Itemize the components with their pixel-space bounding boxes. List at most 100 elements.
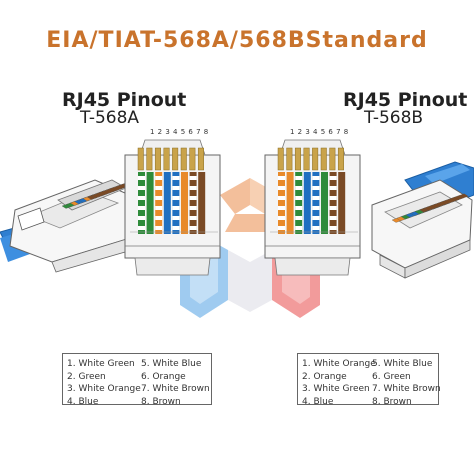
- wire: [295, 172, 303, 234]
- legend-item: 3. White Green: [302, 384, 370, 394]
- wire-stripe: [329, 176, 337, 180]
- wire-stripe: [172, 186, 180, 190]
- wire-stripe: [189, 186, 197, 190]
- wire-stripe: [295, 186, 303, 190]
- pin-contact: [337, 147, 344, 171]
- pin-contact: [154, 147, 161, 171]
- wire-stripe: [312, 196, 320, 200]
- wire-stripe: [155, 176, 163, 180]
- pin-contact: [294, 147, 301, 171]
- pin-contact: [172, 147, 179, 171]
- wire: [189, 172, 197, 234]
- pin-contact: [277, 147, 284, 171]
- wire: [423, 193, 469, 211]
- wire-stripe: [329, 216, 337, 220]
- wire-stripe: [155, 206, 163, 210]
- wire: [155, 172, 163, 234]
- wire-stripe: [312, 186, 320, 190]
- legend-item: 4. Blue: [302, 396, 334, 407]
- wire-stripe: [172, 196, 180, 200]
- legend-568b-col-1: 1. White Orange 2. Orange 3. White Green…: [302, 358, 376, 408]
- legend-568b: 1. White Orange 2. Orange 3. White Green…: [297, 353, 441, 408]
- legend-item: 1. White Orange: [302, 359, 376, 369]
- pin-contact: [286, 147, 293, 171]
- pin-contact: [189, 147, 196, 171]
- wire: [138, 172, 145, 234]
- wire-stripe: [155, 196, 163, 200]
- legend-item: 1. White Green: [67, 359, 135, 369]
- legend-item: 5. White Blue: [372, 359, 433, 369]
- wire-stripe: [138, 176, 145, 180]
- wire: [146, 172, 154, 234]
- wire-stripe: [138, 226, 145, 230]
- legend-568a: 1. White Green 2. Green 3. White Orange …: [62, 353, 212, 408]
- pin-contact: [329, 147, 336, 171]
- wire-stripe: [138, 186, 145, 190]
- legend-item: 7. White Brown: [141, 384, 210, 394]
- left-heading: RJ45 Pinout: [62, 89, 187, 111]
- pin-contact: [146, 147, 153, 171]
- wire-stripe: [295, 206, 303, 210]
- connector-right-icon: [371, 161, 474, 279]
- right-subheading: T-568B: [364, 108, 424, 128]
- legend-item: 5. White Blue: [141, 359, 202, 369]
- wire: [278, 172, 285, 234]
- wire: [286, 172, 294, 234]
- wire-stripe: [312, 176, 320, 180]
- wire-stripe: [155, 226, 163, 230]
- pin-contact: [137, 147, 144, 171]
- wire-stripe: [138, 206, 145, 210]
- right-pin-numbers: 1 2 3 4 5 6 7 8: [290, 128, 349, 136]
- legend-item: 4. Blue: [67, 396, 99, 407]
- wire-stripe: [278, 176, 285, 180]
- pin-contact: [163, 147, 170, 171]
- legend-568a-col-2: 5. White Blue 6. Orange 7. White Brown 8…: [141, 358, 210, 408]
- wire-stripe: [189, 226, 197, 230]
- wire-stripe: [312, 206, 320, 210]
- wire-stripe: [312, 226, 320, 230]
- wire-stripe: [295, 216, 303, 220]
- legend-item: 8. Brown: [141, 396, 181, 407]
- legend-item: 7. White Brown: [372, 384, 441, 394]
- legend-item: 8. Brown: [372, 396, 412, 407]
- wire: [303, 172, 311, 234]
- wire-stripe: [312, 216, 320, 220]
- legend-item: 6. Orange: [141, 371, 186, 382]
- legend-item: 6. Green: [372, 371, 411, 382]
- connector-front-b-icon: [264, 139, 361, 276]
- wire: [163, 172, 171, 234]
- wire-stripe: [172, 216, 180, 220]
- wire: [312, 172, 320, 234]
- pin-contact: [180, 147, 187, 171]
- wire-stripe: [329, 206, 337, 210]
- connector-left-icon: [0, 179, 140, 273]
- wire-stripe: [138, 216, 145, 220]
- wire-stripe: [329, 226, 337, 230]
- wire-stripe: [329, 186, 337, 190]
- wire: [329, 172, 337, 234]
- pin-contact: [303, 147, 310, 171]
- wire: [198, 172, 206, 234]
- left-pin-numbers: 1 2 3 4 5 6 7 8: [150, 128, 209, 136]
- wire-stripe: [189, 206, 197, 210]
- wire-stripe: [278, 186, 285, 190]
- wire-stripe: [278, 196, 285, 200]
- wire-stripe: [189, 176, 197, 180]
- wire-stripe: [155, 186, 163, 190]
- legend-item: 2. Orange: [302, 371, 347, 382]
- wire: [172, 172, 180, 234]
- pin-contact: [197, 147, 204, 171]
- legend-item: 3. White Orange: [67, 384, 141, 394]
- wire-stripe: [138, 196, 145, 200]
- right-heading: RJ45 Pinout: [343, 89, 468, 111]
- legend-item: 2. Green: [67, 371, 106, 382]
- wire-stripe: [278, 226, 285, 230]
- wire-stripe: [172, 176, 180, 180]
- wire-stripe: [172, 226, 180, 230]
- wire-stripe: [329, 196, 337, 200]
- pin-contact: [320, 147, 327, 171]
- wire-stripe: [189, 216, 197, 220]
- page-title: EIA/TIAT-568A/568BStandard: [46, 28, 428, 53]
- wire-stripe: [278, 216, 285, 220]
- left-subheading: T-568A: [80, 108, 140, 128]
